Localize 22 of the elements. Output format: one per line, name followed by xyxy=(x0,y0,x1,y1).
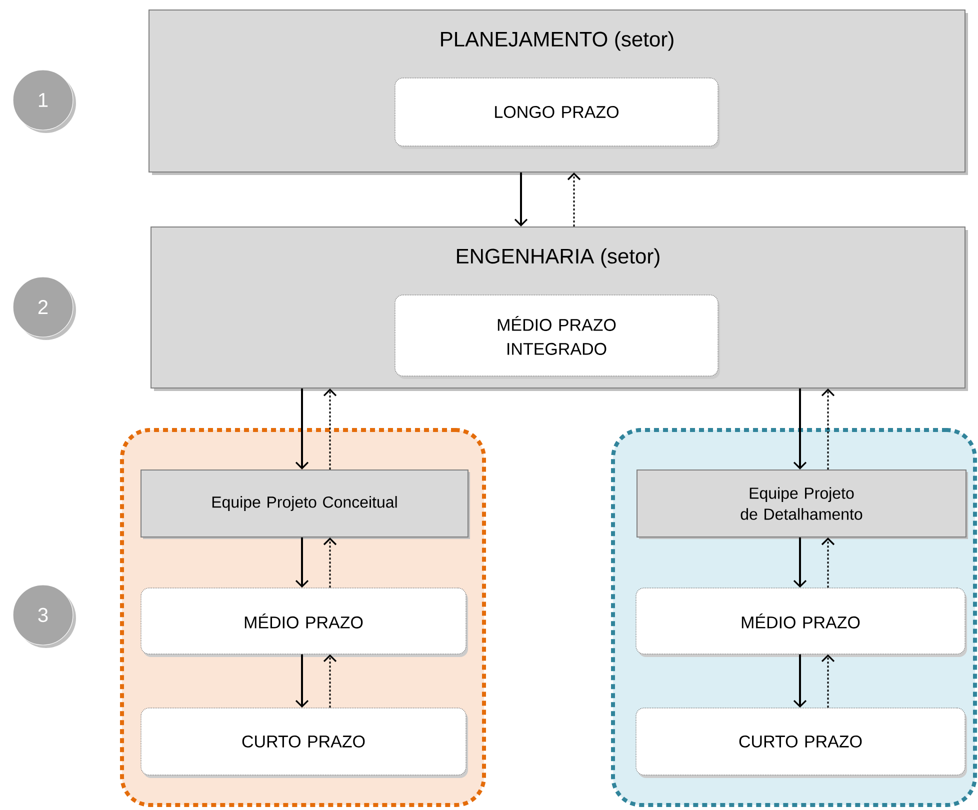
arrow xyxy=(323,654,337,708)
term-box: CURTO PRAZO xyxy=(140,708,468,778)
arrow xyxy=(567,172,581,226)
arrow xyxy=(793,538,807,588)
arrow xyxy=(295,654,309,708)
term-box: MÉDIO PRAZO xyxy=(636,588,967,657)
arrow xyxy=(323,388,337,470)
team-box: Equipe Projeto de Detalhamento xyxy=(636,470,968,539)
arrow xyxy=(295,388,309,470)
term-box: CURTO PRAZO xyxy=(636,708,967,778)
arrow xyxy=(323,538,337,588)
term-box: LONGO PRAZO xyxy=(394,78,720,149)
arrow xyxy=(793,388,807,470)
arrow xyxy=(821,388,835,470)
term-box: MÉDIO PRAZO INTEGRADO xyxy=(394,294,720,379)
arrow xyxy=(793,654,807,708)
term-box: MÉDIO PRAZO xyxy=(140,588,468,657)
team-box: Equipe Projeto Conceitual xyxy=(140,470,470,539)
arrow xyxy=(821,538,835,588)
arrow xyxy=(514,172,528,226)
arrow xyxy=(295,538,309,588)
arrow xyxy=(821,654,835,708)
